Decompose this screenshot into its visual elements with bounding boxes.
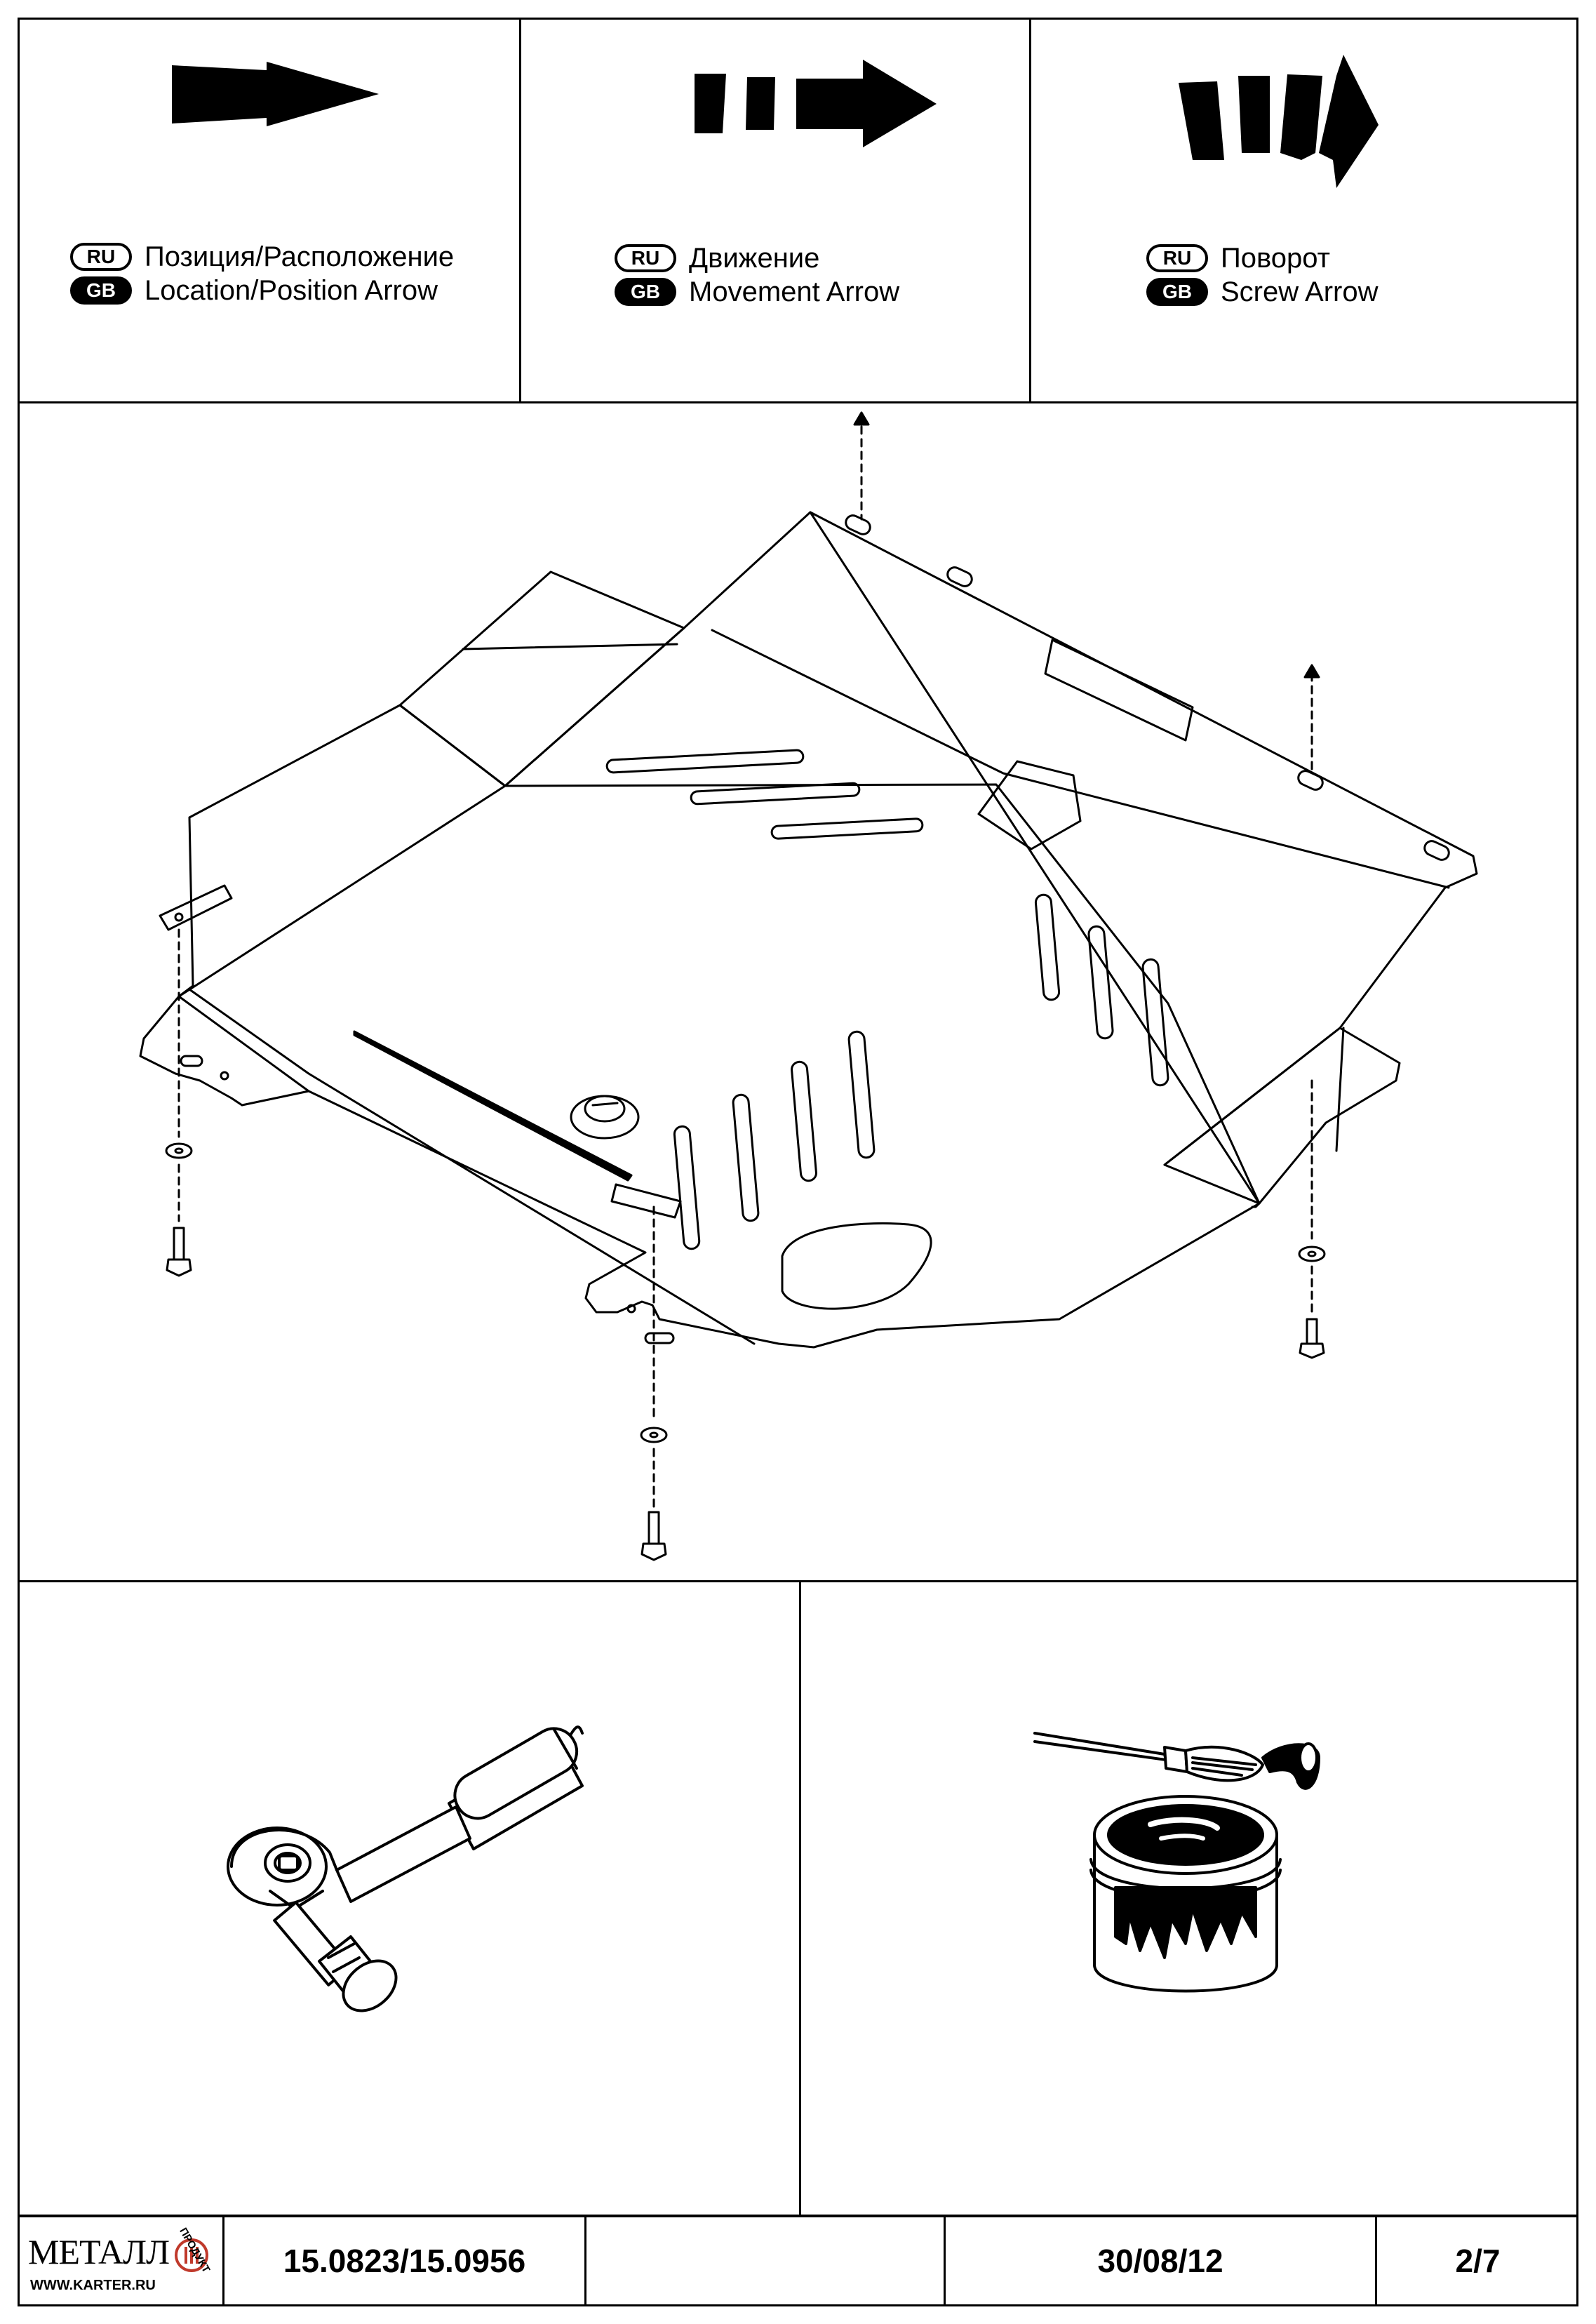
page-number: 2/7 — [1455, 2243, 1501, 2279]
washers — [165, 1142, 1326, 1443]
fold-line-3 — [711, 629, 1450, 889]
gb-badge: GB — [70, 276, 132, 305]
lower-rail-rod — [353, 1030, 633, 1182]
ru-badge: RU — [615, 244, 676, 272]
part-number: 15.0823/15.0956 — [283, 2243, 526, 2279]
paint-brush-icon — [1033, 1732, 1167, 1761]
bolts — [166, 1227, 1325, 1561]
company-logo: МЕТАЛЛ ПРОДУКТ WWW.KARTER.RU — [25, 2224, 221, 2302]
legend-movement: RU Движение GB Movement Arrow — [615, 241, 899, 309]
blank-field — [586, 2215, 944, 2306]
up-arrow-icon — [1303, 664, 1320, 679]
recess-pad-center — [977, 760, 1082, 850]
bracket-left — [159, 884, 233, 931]
plate-flap-left — [398, 570, 685, 787]
paint-can-icon — [1033, 1732, 1320, 1993]
screw-arrow-icon — [1179, 55, 1379, 188]
legend-gb-text: Location/Position Arrow — [145, 275, 438, 306]
title-divider-4 — [1375, 2215, 1377, 2306]
up-arrow-icon — [853, 411, 870, 426]
ru-badge: RU — [70, 243, 132, 271]
bracket-center — [610, 1183, 682, 1219]
legend-location: RU Позиция/Расположение GB Location/Positi… — [70, 240, 454, 307]
skid-plate-outline — [139, 511, 1478, 1349]
gb-badge: GB — [1146, 278, 1208, 306]
fold-line-1 — [504, 783, 1261, 1205]
recess-pad-upper — [1044, 639, 1194, 742]
legend-ru-text: Движение — [689, 243, 820, 274]
ratchet-wrench-icon — [227, 1725, 584, 2012]
fold-line-2 — [177, 784, 507, 998]
legend-divider-1 — [519, 18, 521, 403]
location-arrow-icon — [172, 62, 379, 126]
skid-plate-diagram — [139, 411, 1478, 1561]
title-block — [18, 2215, 1578, 2306]
legend-ru-text: Поворот — [1221, 243, 1330, 274]
logo-url: WWW.KARTER.RU — [30, 2278, 156, 2293]
gb-badge: GB — [615, 278, 676, 306]
title-divider-3 — [944, 2215, 946, 2306]
legend-gb-text: Movement Arrow — [689, 276, 900, 307]
issue-date: 30/08/12 — [1097, 2243, 1223, 2279]
logo-emblem-icon — [175, 2238, 208, 2272]
legend-divider-2 — [1029, 18, 1031, 403]
legend-ru-text: Позиция/Расположение — [145, 241, 455, 272]
fold-line-5 — [177, 995, 310, 1093]
logo-wordmark: МЕТАЛЛ — [28, 2232, 170, 2271]
oil-drain-hole — [781, 1222, 932, 1310]
legend-gb-text: Screw Arrow — [1221, 276, 1379, 307]
title-divider-2 — [584, 2215, 586, 2306]
title-divider-1 — [222, 2215, 224, 2306]
ru-badge: RU — [1146, 244, 1208, 272]
movement-arrow-icon — [695, 60, 937, 147]
legend-screw: RU Поворот GB Screw Arrow — [1146, 241, 1379, 309]
